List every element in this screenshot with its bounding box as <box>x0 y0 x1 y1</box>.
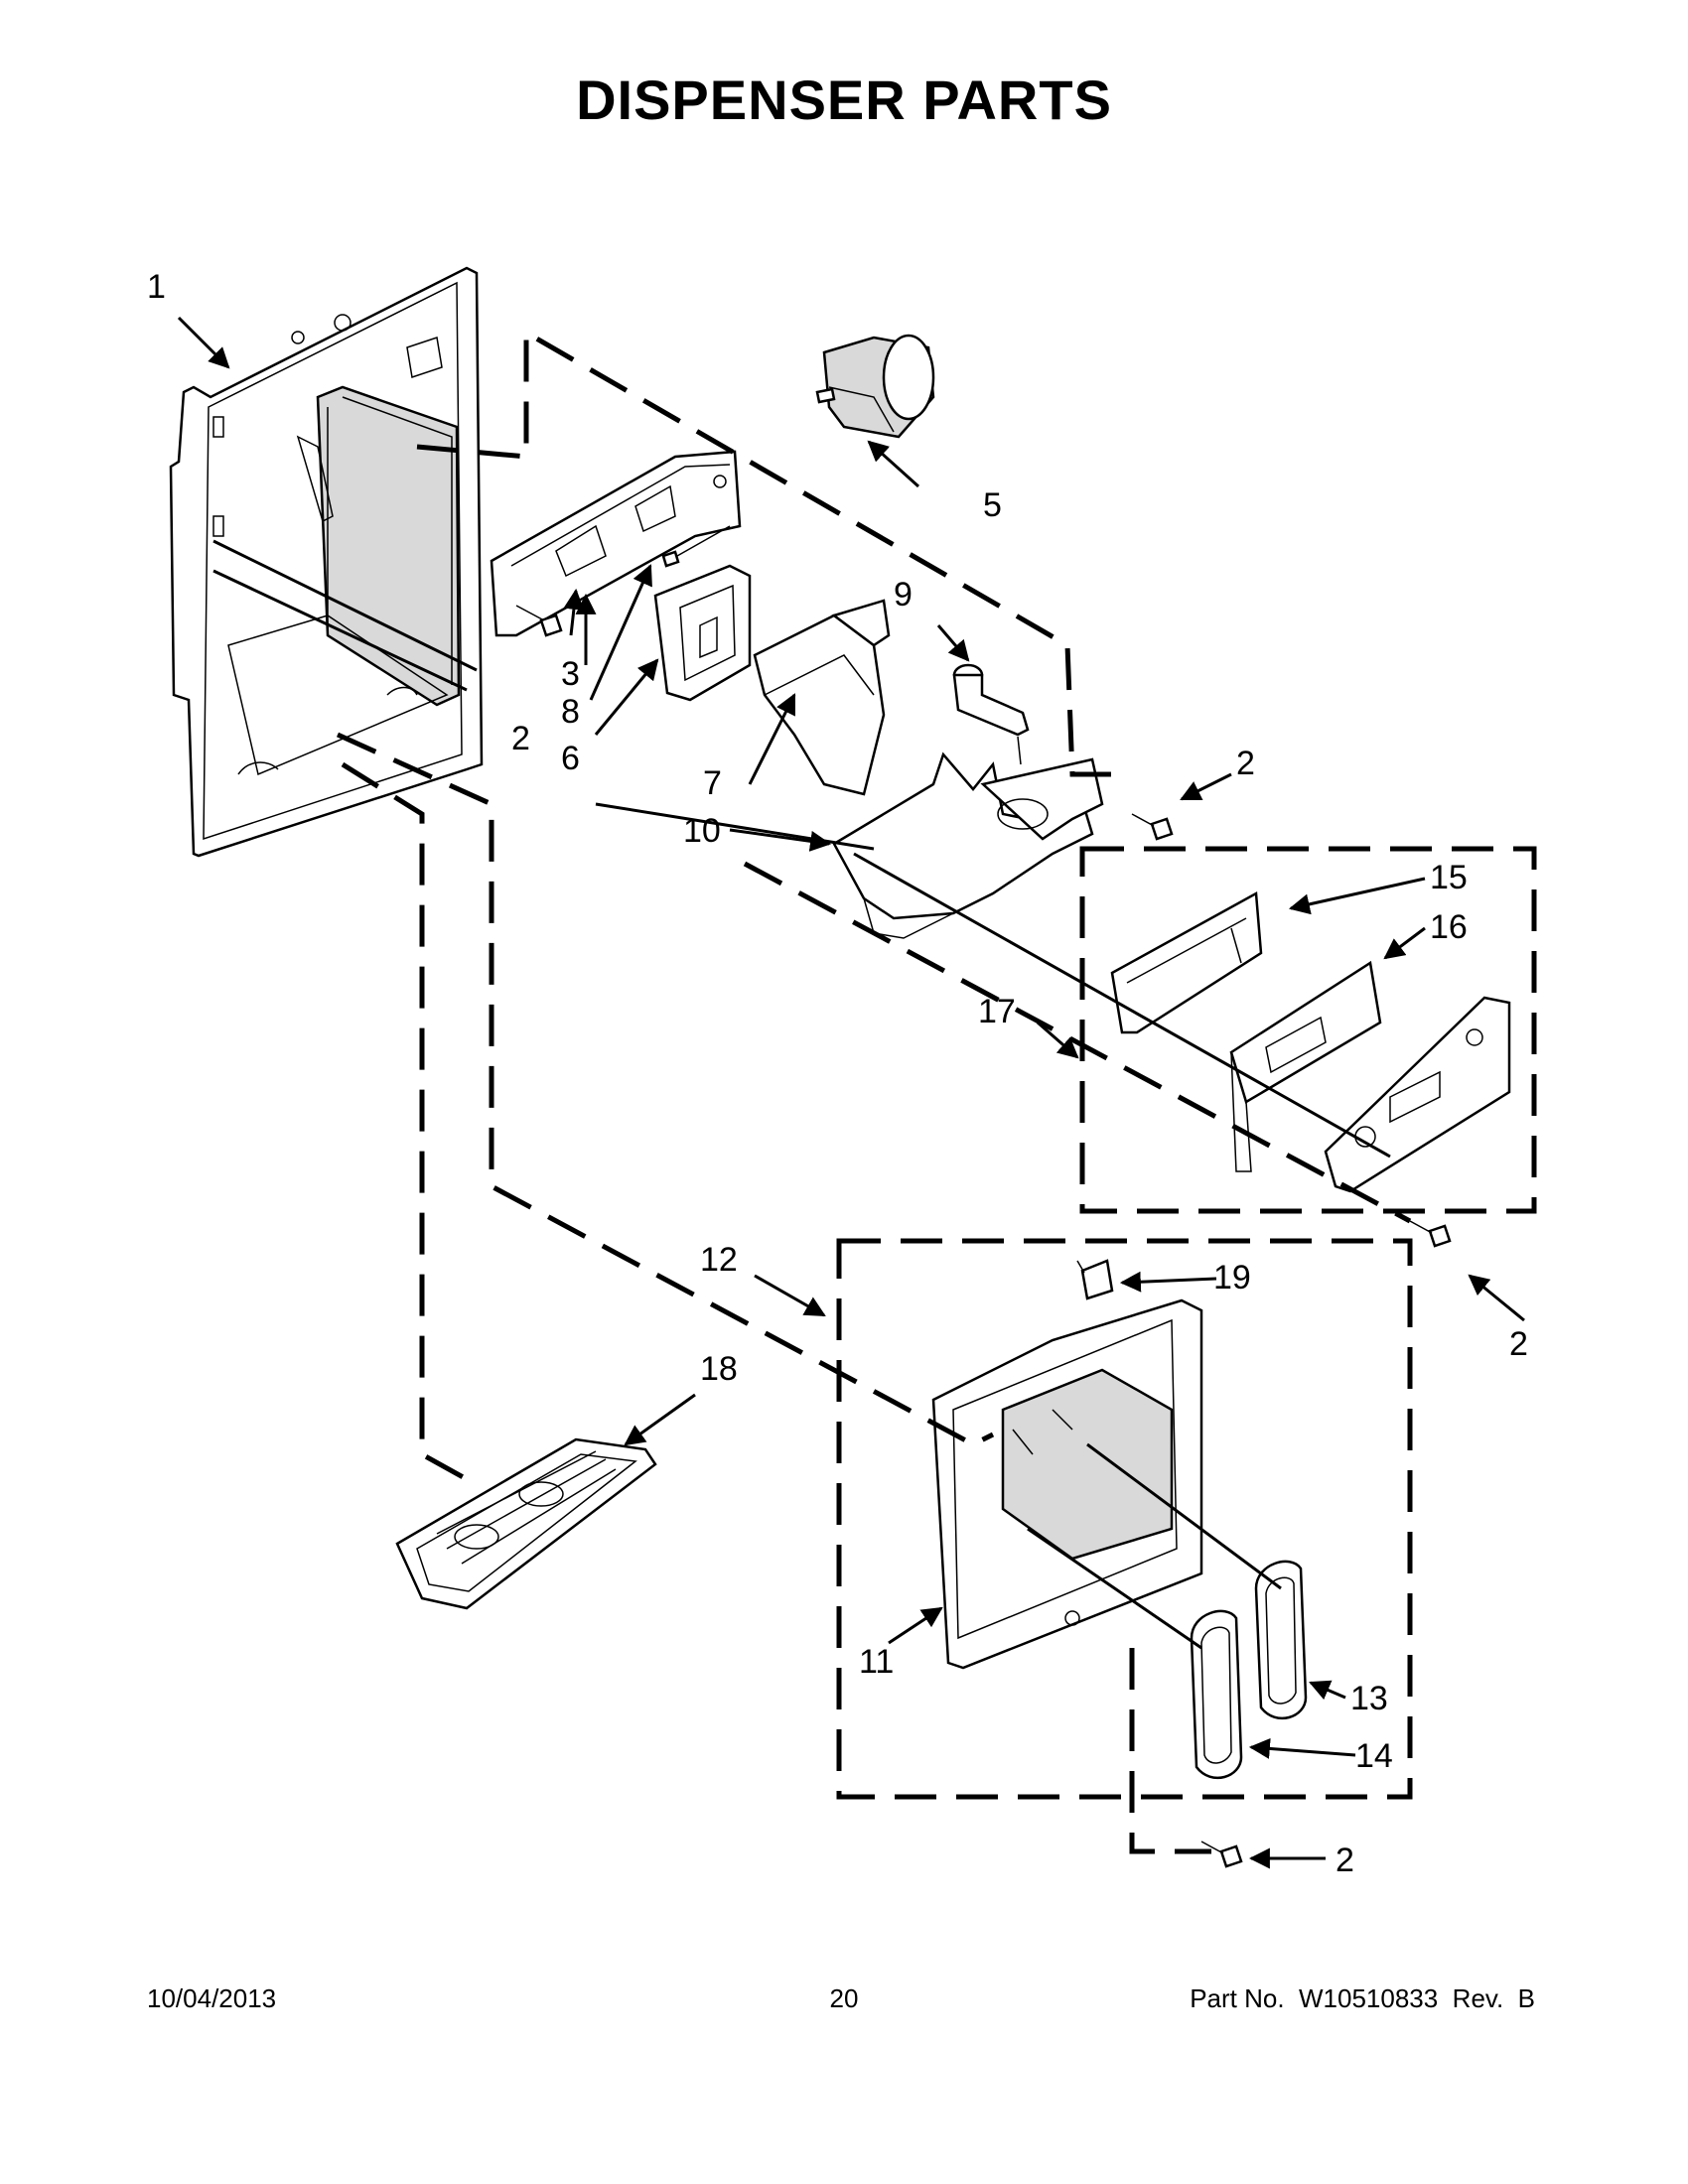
callout-2-left: 2 <box>511 720 530 757</box>
callout-11: 11 <box>859 1643 894 1681</box>
dispenser-pad-14 <box>1190 1609 1243 1779</box>
callout-7: 7 <box>703 764 722 802</box>
screw-part-2d <box>1200 1841 1243 1868</box>
callout-2-bottom: 2 <box>1336 1842 1354 1879</box>
callout-19: 19 <box>1213 1259 1251 1297</box>
dispenser-recess-part <box>931 1298 1203 1670</box>
callout-3: 3 <box>561 655 580 693</box>
control-panel-part <box>1324 996 1511 1193</box>
leader-arrows <box>177 316 1525 1869</box>
callout-9: 9 <box>894 576 913 614</box>
footer-part-number: Part No. W10510833 Rev. B <box>1190 1983 1535 2013</box>
callout-8: 8 <box>561 693 580 731</box>
callout-13: 13 <box>1350 1680 1388 1717</box>
callout-2-far-right: 2 <box>1509 1325 1528 1363</box>
funnel-housing-part <box>832 751 1104 939</box>
callout-2-right: 2 <box>1236 745 1255 782</box>
callout-5: 5 <box>983 486 1002 524</box>
bracket-part <box>490 450 742 637</box>
page-title: DISPENSER PARTS <box>576 68 1112 131</box>
footer-page-number: 20 <box>829 1983 859 2013</box>
callout-12: 12 <box>700 1241 738 1279</box>
dispenser-switch-part <box>653 564 752 702</box>
callout-6: 6 <box>561 740 580 777</box>
dispenser-pad-13 <box>1254 1560 1308 1719</box>
ice-chute-part <box>753 599 891 796</box>
assembly-frame-17 <box>1079 846 1537 1214</box>
callout-1: 1 <box>147 268 166 306</box>
drip-tray-part <box>395 1437 657 1610</box>
screw-part-2c <box>1409 1220 1452 1248</box>
auger-motor-part <box>815 334 935 439</box>
assembly-lines <box>212 328 1412 1854</box>
dispenser-housing-part <box>169 266 484 858</box>
control-board-bracket-part <box>1110 890 1263 1034</box>
screw-part-8 <box>661 525 731 568</box>
callout-labels: 1 5 9 3 8 6 2 7 10 2 15 16 17 2 12 19 18… <box>147 268 1528 1879</box>
screw-part-2a <box>515 605 563 637</box>
screw-part-2b <box>1131 813 1174 841</box>
callout-16: 16 <box>1430 908 1468 946</box>
water-valve-part <box>952 663 1030 765</box>
callout-15: 15 <box>1430 859 1468 896</box>
callout-10: 10 <box>683 812 721 850</box>
micro-switch-part <box>1076 1259 1114 1300</box>
callout-14: 14 <box>1355 1737 1393 1775</box>
callout-17: 17 <box>978 993 1016 1030</box>
callout-18: 18 <box>700 1350 738 1388</box>
assembly-frame-12 <box>836 1238 1413 1800</box>
footer-date: 10/04/2013 <box>147 1983 277 2013</box>
